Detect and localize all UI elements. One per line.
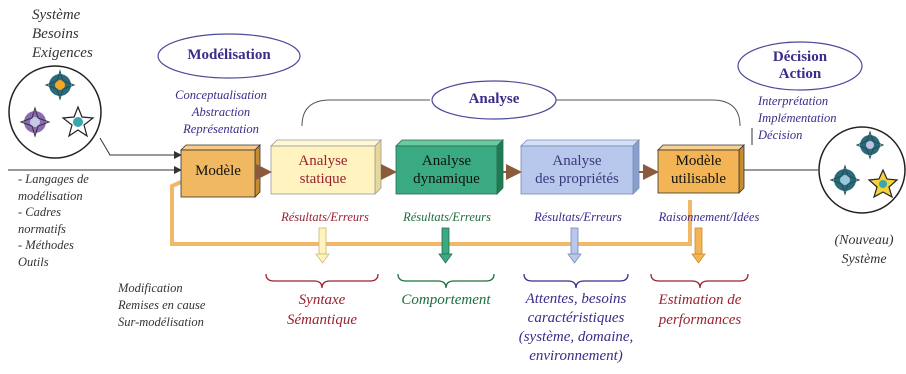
flower-icon xyxy=(855,130,885,160)
utilisable-box-line: Modèle xyxy=(675,153,722,169)
modelisation-note: Abstraction xyxy=(191,105,251,119)
decision-note: Interprétation xyxy=(758,94,829,108)
dynamique-output: Résultats/Erreurs xyxy=(403,210,491,224)
modele-box-label: Modèle xyxy=(195,163,241,179)
feedback-loop xyxy=(170,180,692,246)
dynamique-box-shape xyxy=(395,139,504,195)
utilisable-description: Estimation de performances xyxy=(640,290,760,330)
decision-note: Implémentation xyxy=(758,111,837,125)
proprietes-box-label: Analyse des propriétés xyxy=(521,152,633,188)
analyse-bracket xyxy=(301,99,741,127)
utilisable-pipe xyxy=(691,227,706,264)
input-side-line: - Méthodes xyxy=(18,238,74,252)
decision-ellipse xyxy=(737,41,863,91)
utilisable-box-line: utilisable xyxy=(671,171,726,187)
input-system-circle xyxy=(8,65,102,159)
feedback-line: Modification xyxy=(118,281,183,295)
utilisable-description-line: performances xyxy=(658,312,742,328)
dynamique-description-line: Comportement xyxy=(401,292,491,308)
utilisable-description-line: Estimation de xyxy=(658,292,742,308)
dynamique-box-label: Analyse dynamique xyxy=(396,152,497,188)
result-system-line: (Nouveau) xyxy=(834,233,894,248)
proprietes-box-line: Analyse xyxy=(552,153,602,169)
utilisable-box-label: Modèle utilisable xyxy=(658,152,739,188)
proprietes-description-line: Attentes, besoins xyxy=(525,291,627,307)
proprietes-pipe xyxy=(567,227,582,264)
modelisation-ellipse xyxy=(157,33,301,79)
input-side-line: - Langages de xyxy=(18,172,89,186)
statique-description-line: Sémantique xyxy=(287,312,357,328)
input-side-list: - Langages de modélisation - Cadres norm… xyxy=(18,171,89,270)
feedback-notes: Modification Remises en cause Sur-modéli… xyxy=(118,280,205,331)
input-title-line: Exigences xyxy=(32,45,93,61)
input-title: Système Besoins Exigences xyxy=(32,6,93,63)
feedback-line: Sur-modélisation xyxy=(118,315,204,329)
statique-box-shape xyxy=(270,139,382,195)
proprietes-description-line: caractéristiques xyxy=(527,310,625,326)
modelisation-label: Modélisation xyxy=(187,47,271,63)
dynamique-pipe xyxy=(438,227,453,264)
statique-box-line: Analyse xyxy=(298,153,348,169)
analyse-label: Analyse xyxy=(468,91,520,107)
proprietes-description-line: (système, domaine, xyxy=(518,329,634,345)
feedback-line: Remises en cause xyxy=(118,298,206,312)
statique-brace xyxy=(265,273,379,289)
dynamique-box-line: Analyse xyxy=(421,153,472,169)
statique-box-line: statique xyxy=(299,171,347,187)
statique-box-label: Analyse statique xyxy=(271,152,375,188)
decision-label-line: Action xyxy=(778,66,822,82)
proprietes-description-line: environnement) xyxy=(529,348,623,364)
proprietes-description: Attentes, besoins caractéristiques (syst… xyxy=(506,290,646,366)
modelisation-note: Conceptualisation xyxy=(175,88,267,102)
star-icon xyxy=(867,168,899,199)
input-arrow-top xyxy=(99,137,182,159)
result-system-line: Système xyxy=(841,252,887,267)
result-system-label: (Nouveau) Système xyxy=(826,231,902,269)
modele-box-shape xyxy=(180,144,261,198)
input-side-line: Outils xyxy=(18,254,49,269)
dynamique-box-line: dynamique xyxy=(413,171,480,187)
statique-description-line: Syntaxe xyxy=(298,292,346,308)
decision-label-line: Décision xyxy=(772,49,828,65)
proprietes-box-shape xyxy=(520,139,640,195)
modelisation-notes: Conceptualisation Abstraction Représenta… xyxy=(158,87,284,138)
dynamique-brace xyxy=(397,273,495,289)
decision-label: Décision Action xyxy=(740,49,860,83)
utilisable-brace xyxy=(650,273,749,289)
proprietes-box-line: des propriétés xyxy=(535,171,619,187)
flower-icon xyxy=(44,69,76,101)
decision-note: Décision xyxy=(758,128,803,142)
utilisable-box-shape xyxy=(657,144,745,194)
input-side-line: - Cadres xyxy=(18,205,61,219)
modelisation-note: Représentation xyxy=(183,122,259,136)
input-title-line: Besoins xyxy=(32,26,79,42)
input-side-line: modélisation xyxy=(18,188,83,203)
dynamique-description: Comportement xyxy=(393,290,499,310)
utilisable-output: Raisonnement/Idées xyxy=(658,210,760,224)
decision-notes: Interprétation Implémentation Décision xyxy=(758,93,836,144)
input-title-line: Système xyxy=(32,7,81,23)
proprietes-output: Résultats/Erreurs xyxy=(534,210,622,224)
flower-icon xyxy=(829,164,861,196)
flower-icon xyxy=(19,106,51,138)
input-side-line: normatifs xyxy=(18,221,66,236)
statique-description: Syntaxe Sémantique xyxy=(270,290,374,330)
statique-output: Résultats/Erreurs xyxy=(281,210,369,224)
proprietes-brace xyxy=(523,273,629,289)
star-icon xyxy=(61,105,95,138)
statique-pipe xyxy=(315,227,330,264)
